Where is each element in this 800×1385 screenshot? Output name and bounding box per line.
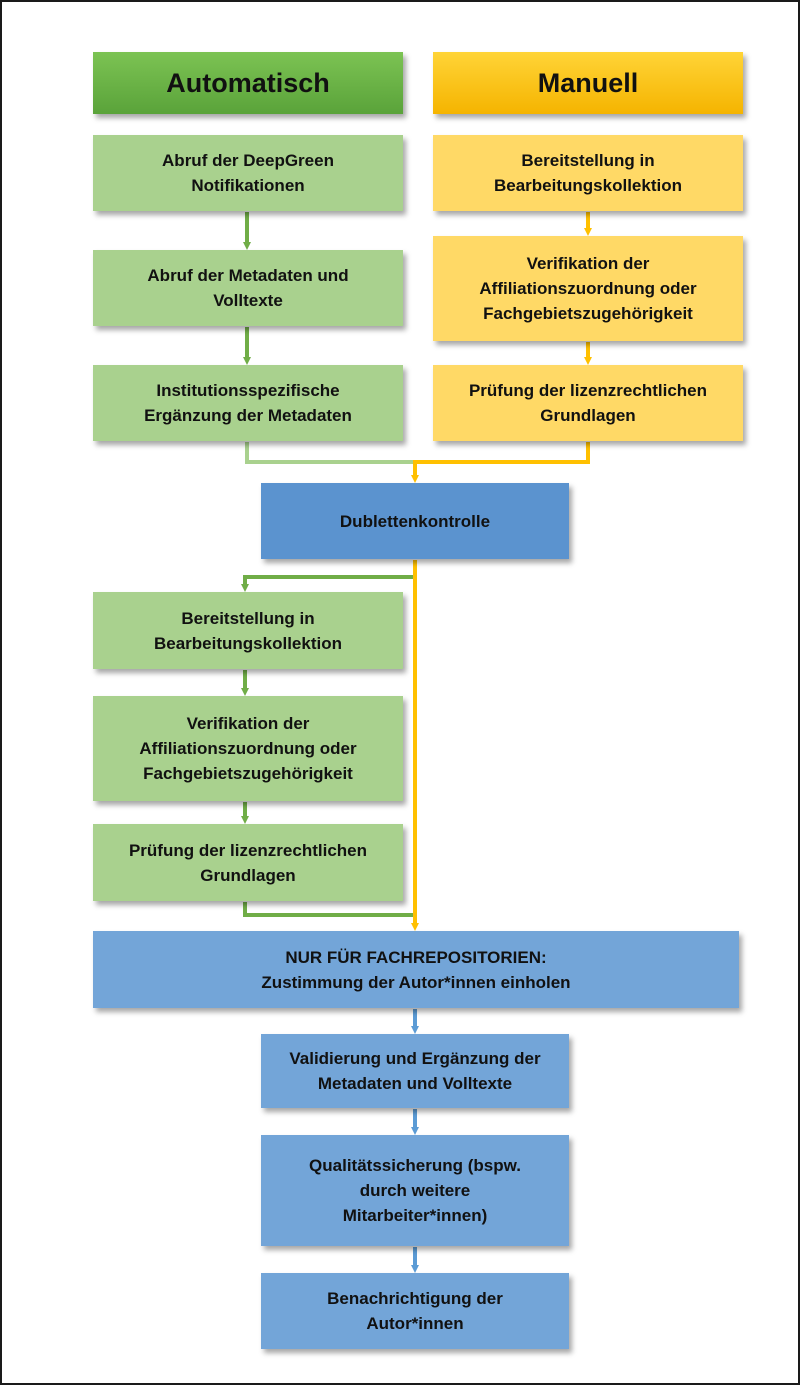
step-validierung: Validierung und Ergänzung der Metadaten … [261,1034,569,1108]
step-benachrichtigung-label: Benachrichtigung der Autor*innen [327,1289,503,1333]
step-abruf-notifikationen-label: Abruf der DeepGreen Notifikationen [162,151,334,195]
step-manual-verifikation-label: Verifikation der Affiliationszuordnung o… [479,254,697,323]
step-validierung-label: Validierung und Ergänzung der Metadaten … [289,1049,541,1093]
step-abruf-metadaten-label: Abruf der Metadaten und Volltexte [147,266,349,310]
step-abruf-notifikationen: Abruf der DeepGreen Notifikationen [93,135,403,211]
connector-merge-to-auto-after [241,575,415,592]
step-qualitaetssicherung-label: Qualitätssicherung (bspw. durch weitere … [309,1156,521,1225]
step-auto-bereitstellung-label: Bereitstellung in Bearbeitungskollektion [154,608,342,653]
header-automatisch-label: Automatisch [166,68,330,98]
step-auto-pruefung: Prüfung der lizenzrechtlichen Grundlagen [93,824,403,901]
step-manual-bereitstellung: Bereitstellung in Bearbeitungskollektion [433,135,743,211]
connector-auto-to-merge [245,442,415,464]
connector-auto-after-to-final [243,902,415,917]
step-institutionsspezifische-ergaenzung: Institutionsspezifische Ergänzung der Me… [93,365,403,441]
step-auto-verifikation-label: Verifikation der Affiliationszuordnung o… [139,714,357,783]
connector-manual-to-merge [411,442,590,483]
step-manual-pruefung: Prüfung der lizenzrechtlichen Grundlagen [433,365,743,441]
header-manuell: Manuell [433,52,743,114]
step-dublettenkontrolle: Dublettenkontrolle [261,483,569,559]
step-institutionsspezifische-ergaenzung-label: Institutionsspezifische Ergänzung der Me… [144,381,352,425]
step-fachrepositorien-zustimmung: NUR FÜR FACHREPOSITORIEN: Zustimmung der… [93,931,739,1008]
step-qualitaetssicherung: Qualitätssicherung (bspw. durch weitere … [261,1135,569,1246]
step-dublettenkontrolle-label: Dublettenkontrolle [339,511,491,531]
step-manual-bereitstellung-label: Bereitstellung in Bearbeitungskollektion [494,151,682,195]
step-abruf-metadaten: Abruf der Metadaten und Volltexte [93,250,403,326]
step-auto-verifikation: Verifikation der Affiliationszuordnung o… [93,696,403,801]
step-benachrichtigung: Benachrichtigung der Autor*innen [261,1273,569,1349]
step-manual-verifikation: Verifikation der Affiliationszuordnung o… [433,236,743,341]
step-auto-bereitstellung: Bereitstellung in Bearbeitungskollektion [93,592,403,669]
step-auto-pruefung-label: Prüfung der lizenzrechtlichen Grundlagen [128,840,368,885]
step-fachrepositorien-zustimmung-label: NUR FÜR FACHREPOSITORIEN: Zustimmung der… [261,947,571,992]
step-manual-pruefung-label: Prüfung der lizenzrechtlichen Grundlagen [468,381,708,425]
header-automatisch: Automatisch [93,52,403,114]
header-manuell-label: Manuell [537,68,639,98]
